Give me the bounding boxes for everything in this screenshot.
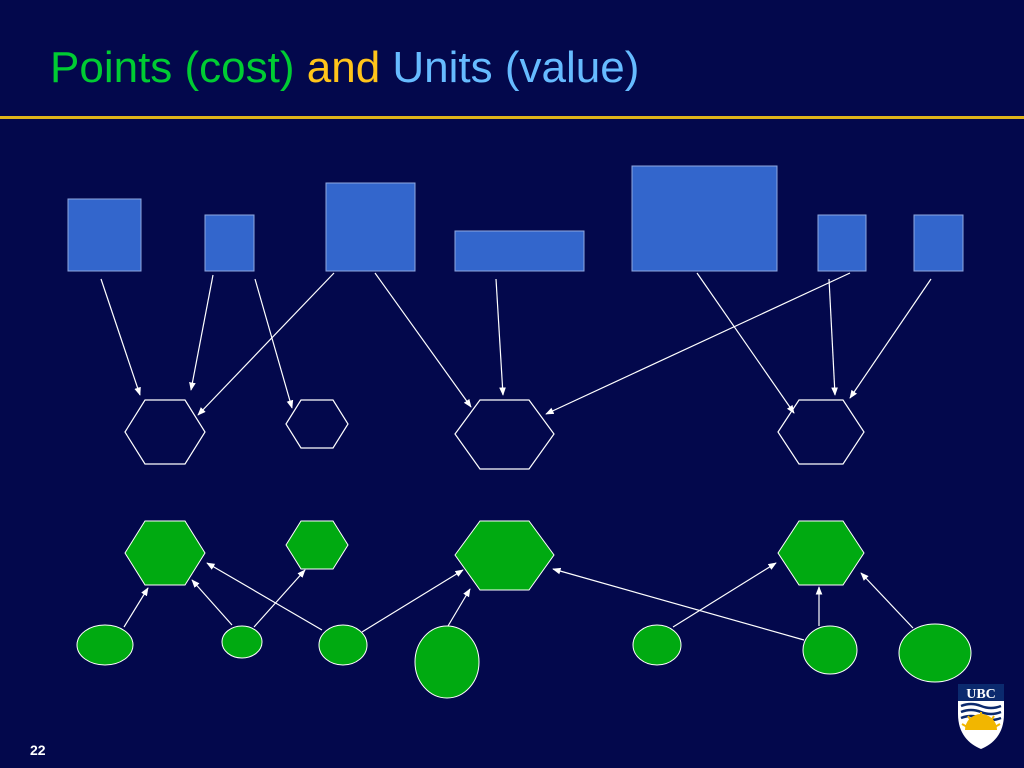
arrow-box6-hex3 <box>545 272 851 415</box>
arrow-box3-hex3 <box>374 272 472 408</box>
arrow-ell5-hex4 <box>672 562 777 628</box>
cost-box-3 <box>325 182 416 272</box>
arrow-box6-hex4 <box>828 278 838 396</box>
value-arrows <box>123 562 914 641</box>
slide-title: Points (cost) and Units (value) <box>50 38 639 98</box>
outline-hexagon-2 <box>285 399 349 449</box>
outline-hexagon-4 <box>777 399 865 465</box>
arrow-ell2-hex2 <box>253 569 306 628</box>
green-hexagon-3 <box>454 520 555 591</box>
ubc-logo: UBC <box>958 684 1004 749</box>
green-hexagon-1 <box>124 520 206 586</box>
cost-box-5 <box>631 165 778 272</box>
cost-box-1 <box>67 198 142 272</box>
green-ellipse-5 <box>632 624 682 666</box>
green-hexagons <box>124 520 865 591</box>
title-divider <box>0 116 1024 119</box>
cost-arrows <box>100 272 932 416</box>
arrow-ell3-hex3 <box>361 569 464 633</box>
green-hexagon-2 <box>285 520 349 570</box>
green-ellipse-2 <box>221 625 263 659</box>
arrow-ell1-hex1 <box>123 587 149 628</box>
title-units-value: Units (value) <box>392 43 640 92</box>
cost-box-4 <box>454 230 585 272</box>
arrow-box2-hex2 <box>254 278 294 409</box>
title-and: and <box>306 43 381 92</box>
cost-box-2 <box>204 214 255 272</box>
green-ellipse-4 <box>414 625 480 699</box>
cost-box-7 <box>913 214 964 272</box>
page-number: 22 <box>30 742 46 758</box>
cost-box-6 <box>817 214 867 272</box>
green-ellipse-3 <box>318 624 368 666</box>
arrow-box4-hex3 <box>495 278 506 396</box>
green-ellipse-7 <box>898 623 972 683</box>
outline-hexagon-1 <box>124 399 206 465</box>
arrow-ell4-hex3 <box>447 588 471 627</box>
arrow-box2-hex1 <box>189 274 214 391</box>
arrow-ell3-hex1 <box>206 562 323 631</box>
arrow-box3-hex1 <box>197 272 335 416</box>
green-ellipse-6 <box>802 625 858 675</box>
arrow-box7-hex4 <box>849 278 932 399</box>
arrow-box5-hex4 <box>696 272 795 414</box>
arrow-ell7-hex4 <box>860 572 914 629</box>
cost-boxes <box>67 165 964 272</box>
arrow-ell6-hex3 <box>552 567 805 641</box>
arrow-box1-hex1 <box>100 278 141 396</box>
arrow-ell2-hex1 <box>191 579 233 626</box>
title-points-cost: Points (cost) <box>50 43 295 92</box>
green-ellipses <box>76 623 972 699</box>
outline-hexagons <box>124 399 865 470</box>
outline-hexagon-3 <box>454 399 555 470</box>
green-ellipse-1 <box>76 624 134 666</box>
ubc-logo-text: UBC <box>966 687 996 702</box>
green-hexagon-4 <box>777 520 865 586</box>
